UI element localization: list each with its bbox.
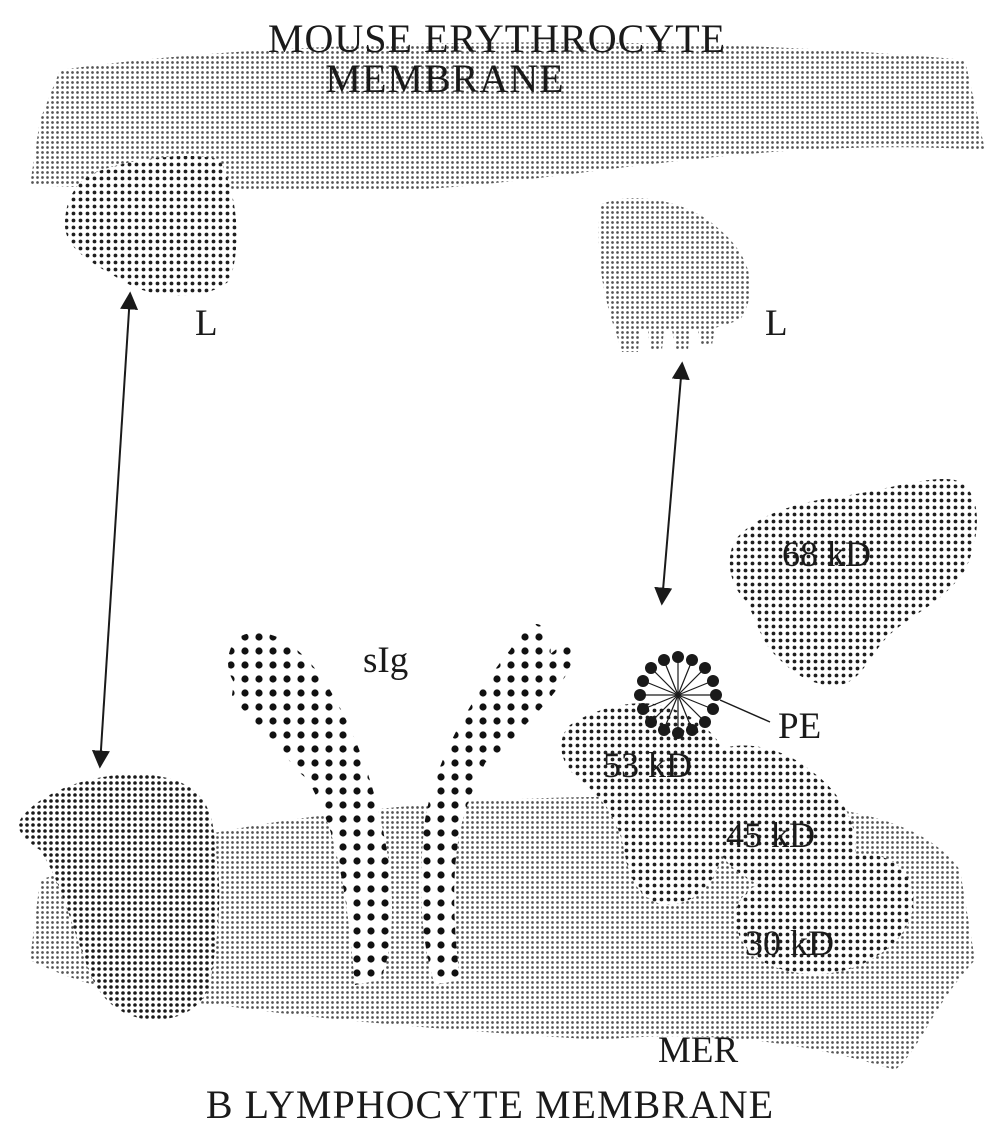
arrow-left-double <box>100 295 130 765</box>
label-mer: MER <box>658 1030 739 1071</box>
protein-68kd-shape <box>730 479 977 685</box>
label-pe: PE <box>778 706 821 747</box>
label-ligand-left: L <box>195 303 218 344</box>
bottom-title: B LYMPHOCYTE MEMBRANE <box>206 1082 774 1127</box>
label-ligand-right: L <box>765 303 788 344</box>
label-45kd: 45 kD <box>726 815 815 855</box>
top-title-line1: MOUSE ERYTHROCYTE <box>268 16 726 61</box>
arrow-right-double <box>662 365 682 602</box>
label-sig: sIg <box>363 640 408 681</box>
pe-micelle <box>634 651 722 739</box>
top-title-line2: MEMBRANE <box>325 56 564 101</box>
label-68kd: 68 kD <box>782 534 871 574</box>
pe-pointer-line <box>720 700 770 722</box>
label-53kd: 53 kD <box>603 745 692 785</box>
label-30kd: 30 kD <box>745 923 834 963</box>
